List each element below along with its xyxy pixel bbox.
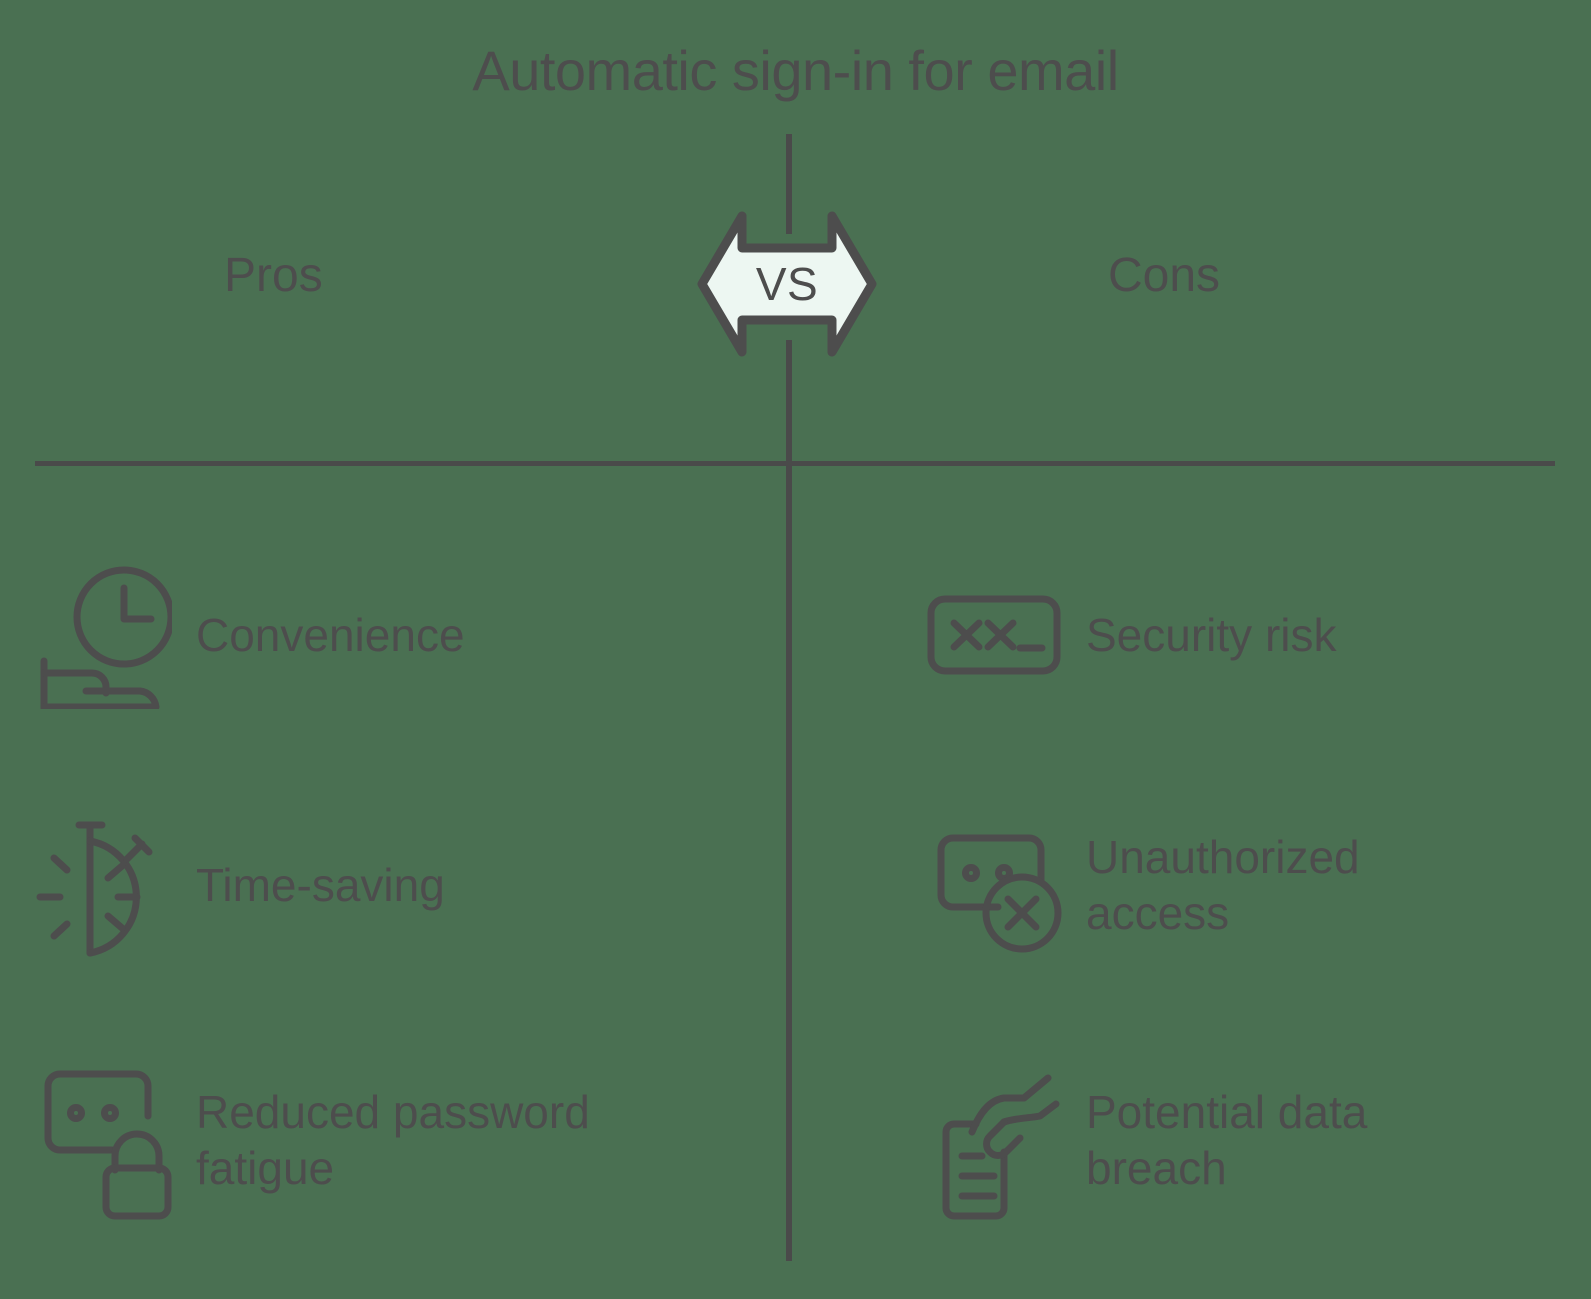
list-item-label: Unauthorized access	[1086, 831, 1360, 939]
vertical-divider-top	[786, 134, 792, 234]
half-stopwatch-speed-icon	[34, 810, 174, 960]
list-item-label: Security risk	[1086, 609, 1337, 661]
column-heading-pros: Pros	[224, 249, 323, 302]
list-item-cons-unauthorized-access: Unauthorized access	[924, 810, 1564, 960]
column-heading-cons: Cons	[1108, 249, 1221, 302]
password-field-lock-icon	[34, 1065, 174, 1220]
list-item-pros-time-saving: Time-saving	[34, 810, 674, 960]
list-item-label: Time-saving	[196, 859, 445, 911]
page-title: Automatic sign-in for email	[472, 39, 1119, 102]
horizontal-divider	[35, 461, 1555, 466]
vertical-divider-bottom	[786, 340, 792, 1261]
list-item-label: Reduced password fatigue	[196, 1086, 590, 1194]
list-item-label: Potential data breach	[1086, 1086, 1368, 1194]
list-item-cons-security-risk: Security risk	[924, 560, 1564, 710]
list-item-cons-potential-data-breach: Potential data breach	[924, 1050, 1564, 1230]
vs-badge	[694, 208, 880, 360]
list-item-label: Convenience	[196, 609, 465, 661]
list-item-pros-convenience: Convenience	[34, 560, 674, 710]
bed-clock-icon	[34, 560, 174, 710]
hand-grabbing-document-icon	[924, 1065, 1064, 1220]
list-item-pros-reduced-password-fatigue: Reduced password fatigue	[34, 1050, 674, 1230]
password-field-x-circle-icon	[924, 810, 1064, 960]
password-field-cursor-icon	[924, 560, 1064, 710]
